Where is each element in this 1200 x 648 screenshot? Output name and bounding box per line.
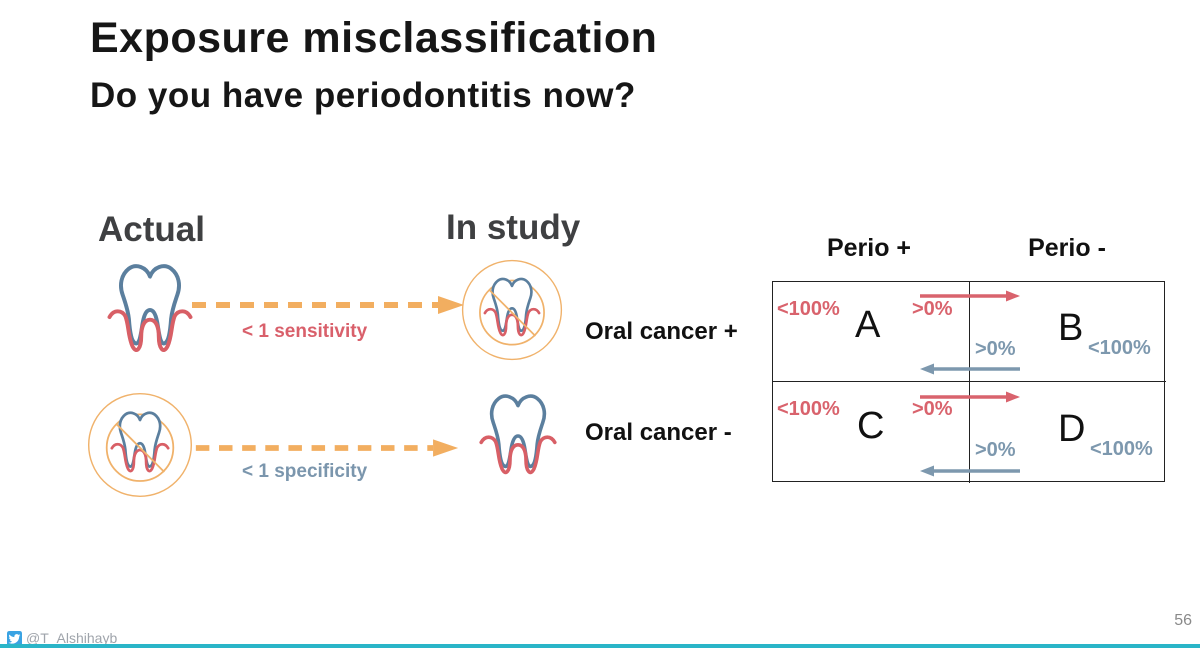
cell-b-letter: B bbox=[1058, 307, 1084, 349]
cell-c-right-pct: >0% bbox=[912, 398, 953, 420]
bottom-accent-bar bbox=[0, 644, 1200, 648]
sensitivity-label: < 1 sensitivity bbox=[242, 321, 368, 342]
dashed-arrow-icon bbox=[188, 293, 468, 322]
cell-d-left-pct: >0% bbox=[975, 439, 1016, 461]
col-header-perio-negative: Perio - bbox=[1028, 234, 1106, 262]
cell-c-letter: C bbox=[857, 405, 885, 447]
cell-a-letter: A bbox=[855, 304, 881, 346]
red-right-arrow-icon bbox=[920, 289, 1020, 303]
page-subtitle: Do you have periodontitis now? bbox=[90, 76, 636, 115]
specificity-label: < 1 specificity bbox=[242, 461, 368, 482]
blue-left-arrow-icon bbox=[920, 464, 1020, 478]
cell-c: <100% C >0% bbox=[773, 382, 970, 483]
page-title: Exposure misclassification bbox=[90, 14, 658, 62]
cell-a: <100% A >0% bbox=[773, 282, 970, 382]
col-header-perio-positive: Perio + bbox=[826, 234, 912, 262]
dashed-arrow-icon bbox=[192, 436, 462, 465]
tooth-icon bbox=[106, 260, 194, 365]
in-study-heading: In study bbox=[446, 208, 581, 247]
cell-d-right-pct: <100% bbox=[1090, 438, 1153, 460]
cell-b-left-pct: >0% bbox=[975, 338, 1016, 360]
cell-a-right-pct: >0% bbox=[912, 298, 953, 320]
tooth-prohibited-icon bbox=[460, 258, 564, 367]
tooth-prohibited-icon bbox=[86, 391, 194, 504]
cell-d-letter: D bbox=[1058, 408, 1086, 450]
actual-heading: Actual bbox=[98, 210, 205, 249]
red-right-arrow-icon bbox=[920, 390, 1020, 404]
cell-b: >0% B <100% bbox=[970, 282, 1166, 382]
two-by-two-table: <100% A >0% >0% B <100% <100% C >0% >0% … bbox=[772, 281, 1166, 483]
blue-left-arrow-icon bbox=[920, 362, 1020, 376]
row-label-oral-cancer-positive: Oral cancer + bbox=[585, 318, 738, 345]
cell-b-right-pct: <100% bbox=[1088, 337, 1151, 359]
twitter-icon bbox=[7, 630, 22, 646]
tooth-icon bbox=[478, 390, 558, 487]
cell-c-left-pct: <100% bbox=[777, 398, 840, 420]
twitter-attribution: @T_Alshihayb bbox=[7, 630, 117, 646]
cell-a-left-pct: <100% bbox=[777, 298, 840, 320]
row-label-oral-cancer-negative: Oral cancer - bbox=[585, 419, 732, 446]
twitter-handle: @T_Alshihayb bbox=[26, 630, 118, 646]
cell-d: >0% D <100% bbox=[970, 382, 1166, 483]
page-number: 56 bbox=[1174, 612, 1192, 629]
